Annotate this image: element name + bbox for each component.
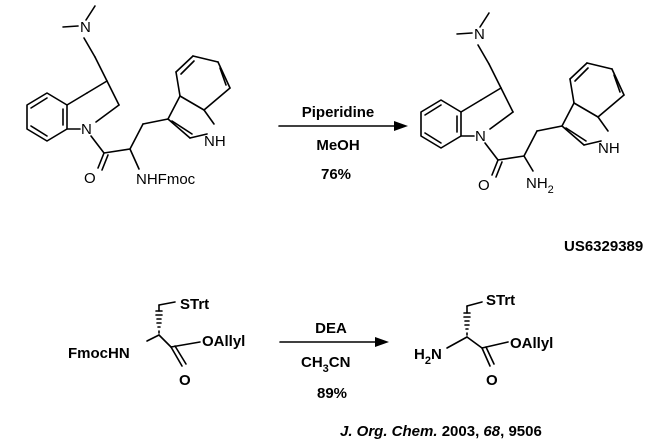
ring-n-label: N — [81, 121, 92, 138]
product-carbonyl-o-label: O — [478, 177, 490, 194]
condition-reagent-2: DEA — [315, 320, 347, 337]
product2-oallyl-label: OAllyl — [510, 335, 553, 352]
product2-amine-label: H2N — [414, 346, 442, 367]
reactant2-o-label: O — [179, 372, 191, 389]
product-1: N N O NH NH2 — [420, 12, 625, 196]
reactant-2: STrt FmocHN OAllyl O — [68, 296, 245, 389]
condition-solvent-2: CH3CN — [301, 354, 350, 375]
carbonyl-o-label: O — [84, 170, 96, 187]
product-2: STrt H2N OAllyl O — [414, 292, 553, 389]
indole-nh-label: NH — [204, 133, 226, 150]
product2-strt-label: STrt — [486, 292, 515, 309]
arrow-1 — [278, 121, 408, 131]
condition-yield-2: 89% — [317, 385, 347, 402]
strt-label: STrt — [180, 296, 209, 313]
nhfmoc-label: NHFmoc — [136, 171, 196, 188]
reactant-1: N N O NH NHFmoc — [26, 5, 231, 188]
patent-reference: US6329389 — [564, 238, 643, 255]
product-ring-n-label: N — [475, 128, 486, 145]
product-dimethylamine-n-label: N — [474, 26, 485, 43]
condition-solvent-1: MeOH — [316, 137, 359, 154]
fmochn-label: FmocHN — [68, 345, 130, 362]
dimethylamine-n-label: N — [80, 19, 91, 36]
condition-yield-1: 76% — [321, 166, 351, 183]
product2-o-label: O — [486, 372, 498, 389]
product-indole-nh-label: NH — [598, 140, 620, 157]
product-amine-label: NH2 — [526, 175, 554, 196]
journal-reference: J. Org. Chem. 2003, 68, 9506 — [340, 423, 542, 440]
oallyl-label: OAllyl — [202, 333, 245, 350]
arrow-2 — [279, 337, 389, 347]
condition-reagent-1: Piperidine — [302, 104, 375, 121]
